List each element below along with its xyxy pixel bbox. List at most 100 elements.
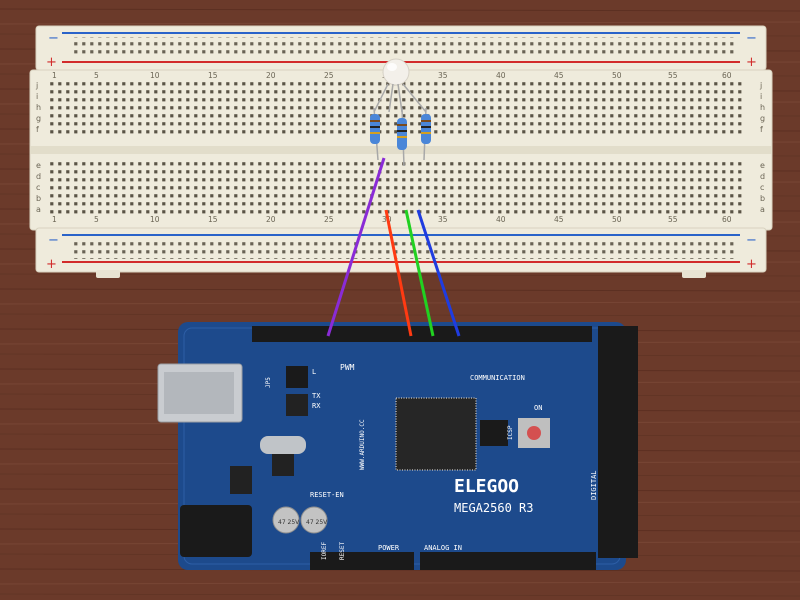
col-label-25-bottom: 25 [324,215,334,224]
col-label-45: 45 [554,71,564,80]
rail-minus-label-right: − [746,31,757,46]
resistor-3-body [421,114,431,144]
resistor-1-band-1 [370,120,380,122]
col-label-10: 10 [150,71,160,80]
analog-header [420,552,596,570]
top-rail-holes [72,37,736,57]
row-label-h: h [36,103,41,112]
row-label-c-right: c [760,183,764,192]
resistor-1 [370,107,380,161]
bottom-rail-holes [72,239,736,259]
usb-b-inner [164,372,234,414]
col-label-25: 25 [324,71,334,80]
row-label-d: d [36,172,41,181]
row-label-a-right: a [760,205,765,214]
wire-blue-pin2 [416,209,461,337]
rail-plus-label-right: + [746,55,757,70]
col-label-45-bottom: 45 [554,215,564,224]
col-label-50: 50 [612,71,622,80]
col-label-15-bottom: 15 [208,215,218,224]
row-label-d-right: d [760,172,765,181]
rail-minus-label: − [48,31,59,46]
l-led-label: L [312,368,316,376]
row-label-i-right: i [760,92,762,101]
row-label-e: e [36,161,41,170]
col-label-35: 35 [438,71,448,80]
jp5-header [286,366,308,388]
row-label-j-right: j [759,81,762,90]
voltage-regulator [230,466,252,494]
col-label-55: 55 [668,71,678,80]
crystal-oscillator [260,436,306,454]
resistor-2-band-2 [397,130,407,132]
reset-pin-label: RESET [339,542,346,560]
power-label: POWER [378,544,400,552]
col-label-35-bottom: 35 [438,215,448,224]
rgb-led [373,58,427,113]
power-header [310,552,414,570]
bottom-rail-plus-label-right: + [746,257,757,272]
rgb-led-dome [382,58,410,86]
resistor-1-band-3 [370,132,380,134]
row-label-i: i [36,92,38,101]
row-label-g: g [36,114,41,123]
icsp-label: ICSP [507,425,514,440]
resistor-3-band-1 [421,120,431,122]
reset-button-cap[interactable] [527,426,541,440]
row-label-f-right: f [760,125,763,134]
capacitor-2 [300,506,328,534]
col-label-40-bottom: 40 [496,215,506,224]
breadboard-foot-left [96,270,120,278]
wire-red-pin6 [384,209,413,337]
wire-purple-gnd [326,157,386,337]
capacitor-1-label: 47 25V [278,519,300,526]
bottom-rail-plus-label: + [46,257,57,272]
digital-label: DIGITAL [590,470,598,500]
col-label-5: 5 [94,71,99,80]
row-label-e-right: e [760,161,765,170]
resistor-2-band-3 [397,136,407,138]
capacitor-2-label: 47 25V [306,519,328,526]
col-label-20-bottom: 20 [266,215,276,224]
col-label-55-bottom: 55 [668,215,678,224]
tx-label: TX [312,392,321,400]
row-label-b: b [36,194,41,203]
col-label-15: 15 [208,71,218,80]
resistor-1-body [370,114,380,144]
resistor-3-band-2 [421,126,431,128]
usb-serial-chip [286,394,308,416]
led-leg-4 [402,83,427,113]
led-leg-2 [388,83,394,113]
row-letters: j i h g f e d c b a j i h g f e d c b a [35,81,765,214]
row-label-j: j [35,81,38,90]
wire-green-pin4 [404,209,435,337]
resistor-2-body [397,118,407,150]
lower-hole-grid [50,160,744,216]
rail-plus-label: + [46,55,57,70]
pwm-label: PWM [340,363,355,372]
row-label-h-right: h [760,103,765,112]
board-model: MEGA2560 R3 [454,501,533,515]
col-label-1-bottom: 1 [52,215,57,224]
row-label-g-right: g [760,114,765,123]
col-label-40: 40 [496,71,506,80]
resistor-1-band-2 [370,126,380,128]
analog-in-label: ANALOG IN [424,544,462,552]
row-label-c: c [36,183,40,192]
reset-en-label: RESET-EN [310,491,344,499]
col-label-1: 1 [52,71,57,80]
communication-label: COMMUNICATION [470,374,525,382]
on-led-label: ON [534,404,542,412]
right-digital-header [598,326,638,558]
row-label-a: a [36,205,41,214]
power-jack [180,505,252,557]
top-digital-header [252,326,592,342]
row-label-f: f [36,125,39,134]
led-leg-3 [397,83,403,113]
arduino-mega-board: 47 25V 47 25V ELEGOO MEGA2560 R3 PWM COM… [157,322,638,570]
col-label-60: 60 [722,71,732,80]
resistor-2 [397,107,407,167]
board-silkscreen: ELEGOO MEGA2560 R3 PWM COMMUNICATION POW… [265,363,598,560]
col-label-10-bottom: 10 [150,215,160,224]
